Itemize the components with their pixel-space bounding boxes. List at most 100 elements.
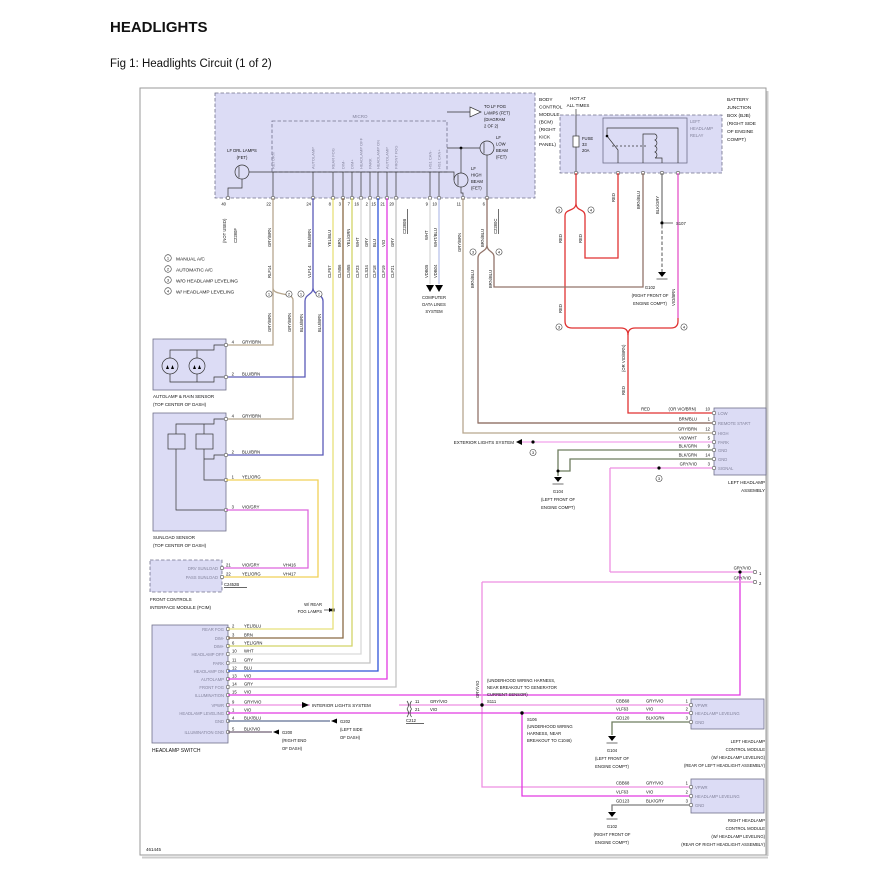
switch-pin-label: ILLUMINATION: [195, 693, 224, 698]
legend-num: 3: [167, 278, 170, 283]
wire-label: GRY/VIO: [680, 462, 698, 467]
wire-label: GRY/VIO: [244, 700, 262, 705]
circuit-label: RLF14: [267, 265, 272, 278]
splice-s111: GRY/VIO (UNDERHOOD WIRING HARNESS, NEAR …: [475, 678, 557, 707]
bcm-name-line: CONTROL: [539, 105, 563, 111]
circuit-label: CLF23: [355, 265, 360, 278]
bcm-name-line: MODULE: [539, 112, 560, 118]
relay-box: [602, 117, 688, 164]
option-marker: 3: [658, 476, 661, 481]
bjb-name-line: (RIGHT SIDE: [727, 121, 756, 127]
pin-number: 8: [329, 202, 332, 207]
component-name: LEFT HEADLAMP: [731, 739, 766, 744]
assembly-pin-label: GND: [718, 457, 727, 462]
assembly-pin-label: SIGNAL: [718, 466, 734, 471]
wire-label: GRY/BRN: [267, 228, 272, 247]
pin-number: 10: [432, 202, 437, 207]
switch-pin-label: PARK: [213, 661, 224, 666]
bcm-name-line: (RIGHT: [539, 127, 556, 133]
circuit-label: VDB05: [424, 264, 429, 278]
splice-s106: S106 (UNDERHOOD WIRING HARNESS, NEAR BRE…: [520, 711, 573, 743]
wire-label: GRY/VIO: [646, 781, 664, 786]
hot-label: ALL TIMES: [567, 103, 590, 108]
micro-pin-label: FRONT FOG: [394, 146, 399, 169]
ground-g104-upper: G104 (LEFT FRONT OF ENGINE COMPT): [541, 477, 575, 510]
wire-label: BLK/GRN: [679, 453, 697, 458]
pin-number: 10: [705, 407, 710, 412]
wire-label: GRY/VIO: [734, 576, 752, 581]
switch-pin-label: DIM+: [214, 644, 225, 649]
bcm-drl-label: LF DRL LAMPS: [227, 148, 257, 153]
assembly-pin-label: LOW: [718, 411, 728, 416]
wire-label: BRN: [244, 633, 253, 638]
pin-number: 14: [705, 453, 710, 458]
pin-number: 1: [686, 699, 689, 704]
wire-label: GRY/VIO: [734, 566, 752, 571]
pin-number: 21: [380, 202, 385, 207]
switch-pin-label: VPWR: [211, 703, 224, 708]
bjb-name: BATTERY JUNCTION BOX (BJB) (RIGHT SIDE O…: [727, 97, 756, 143]
component-name: LEFT HEADLAMP: [728, 480, 765, 485]
legend-item: W/ HEADLAMP LEVELING: [176, 290, 235, 296]
arrow-icon: [329, 608, 333, 612]
bjb-name-line: BOX (BJB): [727, 113, 751, 119]
wire-bundle-switch-bcm: [228, 198, 397, 688]
circuit-label: VH417: [283, 572, 296, 577]
wire-label: VIO/GRY: [242, 563, 260, 568]
micro-pin-stubs: [272, 172, 440, 198]
rotated-bjb-wire-labels: RED RED RED RED BRN/BLU BLK/GRY VIO/BRN …: [470, 191, 676, 395]
ground-label: G102: [645, 285, 656, 290]
headlamp-switch: REAR FOG DIM- DIM+ HEADLAMP OFF PARK HEA…: [151, 624, 231, 754]
assembly-row-labels: RED (OR VIO/BRN) 10 BRN/BLU 1 GRY/BRN 12…: [641, 407, 711, 467]
pin-number: 21: [415, 707, 420, 712]
switch-pin-label: HEADLAMP ON: [194, 669, 224, 674]
ground-label: ENGINE COMPT): [595, 840, 629, 845]
wire-label: VIO/BRN: [671, 289, 676, 306]
connector-arrow-icon: [331, 718, 337, 724]
legend-item: W/O HEADLAMP LEVELING: [176, 279, 238, 285]
ground-label: G202: [340, 719, 351, 724]
sensor-element-icon: [167, 433, 186, 450]
assembly-wires: [462, 198, 714, 572]
pin-number: 4: [232, 414, 235, 419]
switch-pin-label: HEADLAMP OFF: [192, 652, 225, 657]
micro-pin-label: AUTOLAMP: [311, 147, 316, 169]
wire-label: GRY: [390, 238, 395, 247]
fog-driver-icon: [469, 106, 482, 118]
bcm-fog-label: LAMPS (FET): [484, 111, 511, 116]
circuit-label: GD123: [616, 799, 630, 804]
option-marker: 4: [590, 208, 593, 213]
assembly-pin-label: REMOTE START: [718, 421, 751, 426]
pin-number: 2: [232, 372, 235, 377]
pin-number: 16: [354, 202, 359, 207]
wire-label: (OR VIO/BRN): [621, 344, 626, 372]
pin-number: 2: [686, 707, 689, 712]
legend-num: 1: [167, 256, 170, 261]
bjb-name-line: JUNCTION: [727, 105, 752, 111]
wire-label: (OR VIO/BRN): [669, 407, 697, 412]
wire-label: GRY/BRN: [287, 313, 292, 332]
pin-number: 1: [686, 781, 689, 786]
module-pin-label: HEADLAMP LEVELING: [695, 794, 740, 799]
circuit-label: CLM56: [337, 264, 342, 278]
wire-label: RED: [558, 304, 563, 313]
ground-label: G102: [607, 824, 618, 829]
switch-pins: [226, 626, 231, 734]
pin-number: 4: [232, 340, 235, 345]
ground-label: ENGINE COMPT): [595, 764, 629, 769]
splice-note: HARNESS, NEAR: [527, 731, 561, 736]
option-marker: 1: [268, 292, 271, 297]
wire-label: BLK/GRN: [679, 444, 697, 449]
wire-label: YEL/GRN: [244, 641, 262, 646]
module-pin-label: VPWR: [695, 785, 708, 790]
pin-number: 2: [686, 790, 689, 795]
circuit-label: GD120: [616, 716, 630, 721]
pin-number: 2: [232, 450, 235, 455]
micro-pin-label: REAR FOG: [331, 148, 336, 169]
bcm-wire-labels: (NOT USED) C2280F GRY/BRN RLF14 BLU/BRN …: [222, 209, 499, 278]
relay-label: LEFT: [690, 119, 701, 124]
pin-number: 11: [457, 202, 462, 207]
pin-number: 14: [232, 682, 237, 687]
